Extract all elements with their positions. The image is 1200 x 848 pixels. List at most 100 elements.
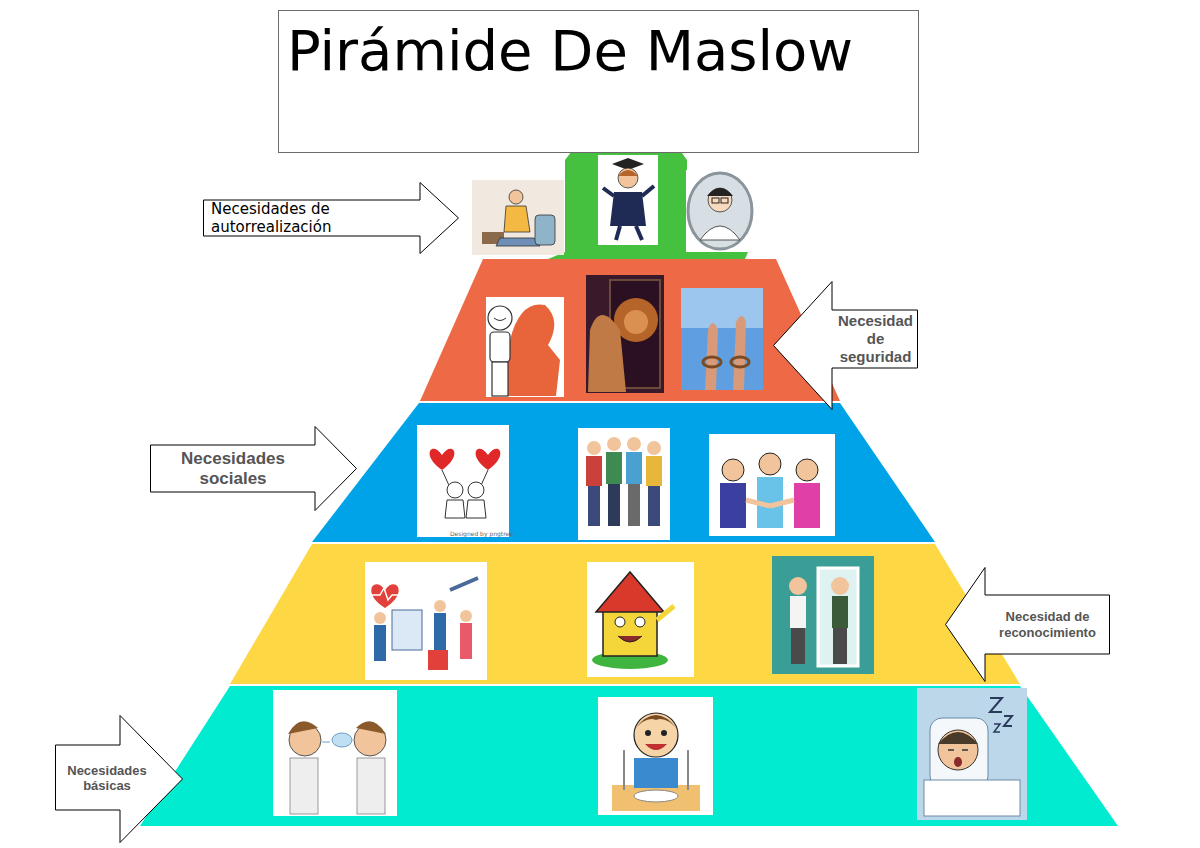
breathing-picture-part (273, 690, 397, 816)
friends-picture-part (626, 452, 642, 484)
eating-picture-part (612, 785, 700, 811)
friends-picture-part (587, 441, 601, 455)
strength-picture-part (492, 362, 508, 396)
love-picture-part (447, 482, 463, 498)
health-picture-part (460, 623, 472, 659)
study-picture-part (509, 190, 523, 204)
study-picture-part (504, 206, 530, 232)
friends-picture-part (588, 486, 600, 526)
friends-picture-part (646, 456, 662, 486)
friends-picture-part (606, 452, 622, 484)
eating-picture-part (598, 697, 713, 815)
title-text: Pirámide De Maslow (287, 19, 914, 83)
callout-arrow-outline (150, 426, 357, 511)
title-box: Pirámide De Maslow (278, 10, 919, 153)
house-picture-part (596, 572, 664, 612)
graduate-picture-part (598, 155, 658, 245)
kids-picture-part (746, 500, 770, 506)
band-esteem (420, 259, 840, 401)
band-safety (230, 544, 1020, 684)
watermark-text: Designed by pngtree (450, 530, 513, 537)
doctor-picture-part (686, 170, 754, 252)
kids-picture-part (722, 459, 744, 481)
band-basic (140, 686, 1118, 826)
house-picture (587, 562, 694, 677)
callout-arrow-outline (773, 281, 918, 410)
callout-arrow: Necesidades de autorrealización (203, 182, 459, 254)
friends-picture-part (578, 428, 670, 540)
breathing-picture-part (357, 758, 385, 814)
graduate-picture-part (616, 226, 620, 240)
callout-label: Necesidades básicas (57, 746, 157, 810)
doctor-picture-part (708, 188, 732, 212)
callout-arrow-shape (204, 183, 459, 254)
doctor-picture-part (707, 188, 733, 196)
doctor-picture (686, 170, 754, 252)
callout-label: Necesidad de seguridad (834, 310, 917, 368)
mirror-picture (772, 556, 874, 674)
friends-picture-part (607, 437, 621, 451)
friends-picture-part (647, 441, 661, 455)
eating-picture-part (645, 744, 667, 750)
friends-picture-part (627, 437, 641, 451)
graduate-picture-part (618, 168, 638, 188)
love-picture-part (430, 449, 455, 470)
freedom-picture (681, 288, 763, 390)
sleep-picture-part (994, 724, 1000, 732)
breathing-picture-part (332, 733, 352, 747)
kids-picture-part (759, 453, 781, 475)
love-picture-part (476, 449, 501, 470)
sleep-picture-part (990, 698, 1002, 712)
friends-picture (578, 428, 670, 540)
breathing-picture-part (322, 742, 330, 743)
house-picture-part (587, 562, 694, 677)
mirror-picture-part (772, 556, 874, 674)
sleep-picture-part (930, 718, 988, 788)
callout-arrow-shape (774, 282, 918, 410)
band-social (312, 403, 935, 542)
mirror-picture-part (791, 628, 805, 664)
lion-picture-part (624, 310, 648, 334)
health-picture-part (374, 625, 386, 661)
study-picture-part (535, 215, 555, 245)
lion-picture-part (588, 315, 626, 392)
study-picture-part (472, 180, 564, 255)
eating-picture-part (634, 715, 678, 730)
freedom-picture-part (681, 288, 763, 328)
kids-picture-part (720, 483, 746, 528)
graduate-picture-part (618, 170, 638, 176)
health-picture-part (450, 578, 478, 590)
breathing-picture-part (290, 758, 318, 814)
health-picture (365, 562, 487, 680)
mirror-picture-part (789, 577, 807, 595)
strength-picture (486, 297, 564, 397)
kids-picture (709, 434, 835, 536)
callout-label: Necesidad de reconocimiento (987, 596, 1108, 653)
pyramid-bands (140, 78, 1118, 826)
eating-picture-part (687, 750, 689, 790)
strength-picture-part (494, 318, 506, 321)
callout-arrow: Necesidades sociales (150, 426, 357, 511)
friends-picture-part (628, 484, 640, 526)
sleep-picture-part (954, 757, 962, 767)
sleep-picture-part (938, 732, 978, 744)
sleep-picture-part (924, 780, 1020, 816)
freedom-picture-part (703, 357, 721, 367)
freedom-picture-part (733, 316, 746, 390)
callout-label: Necesidades sociales (153, 446, 313, 492)
love-picture-part (417, 425, 509, 537)
friends-picture-part (586, 456, 602, 486)
health-picture-part (434, 600, 446, 612)
mirror-picture-part (833, 628, 847, 664)
friends-picture-part (648, 486, 660, 526)
health-picture-part (392, 610, 422, 650)
callout-label: Necesidades de autorrealización (211, 201, 418, 237)
callout-arrow: Necesidades básicas (55, 715, 183, 843)
house-picture-part (618, 636, 642, 642)
eating-picture-part (634, 790, 678, 802)
sleep-picture-part (948, 749, 968, 751)
strength-picture-part (486, 297, 564, 397)
callout-arrow: Necesidad de reconocimiento (945, 567, 1110, 682)
doctor-picture-part (712, 198, 719, 203)
house-picture-part (603, 608, 657, 656)
